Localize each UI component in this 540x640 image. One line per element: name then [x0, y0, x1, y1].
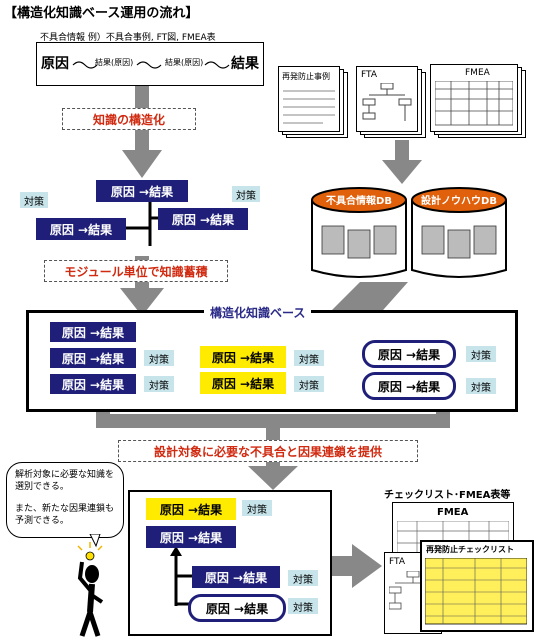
kb-measure-5: 対策 — [466, 346, 496, 362]
fta-label: FTA — [361, 70, 377, 80]
bubble-line-1: 解析対象に必要な知識を選別できる。 — [15, 470, 115, 492]
kb-yellow-2: 原因 →結果 — [200, 372, 286, 394]
speech-bubble: 解析対象に必要な知識を選別できる。 また、新たな因果連鎖も予測できる。 — [6, 462, 124, 538]
out-yellow-chain: 原因 →結果 — [146, 498, 236, 520]
fta-output-label: FTA — [389, 557, 405, 567]
kb-measure-1: 対策 — [144, 350, 174, 366]
cluster-top-chain: 原因 →結果 — [96, 180, 188, 202]
cluster-right-chain: 原因 →結果 — [158, 208, 248, 230]
out-child-chain: 原因 →結果 — [192, 566, 280, 588]
page-title: 【構造化知識ベース運用の流れ】 — [4, 6, 199, 21]
out-measure-3: 対策 — [288, 598, 318, 614]
kb-measure-4: 対策 — [294, 376, 324, 392]
kb-yellow-1: 原因 →結果 — [200, 346, 286, 368]
kb-measure-2: 対策 — [144, 376, 174, 392]
fmea-label: FMEA — [465, 68, 490, 78]
defect-db: 不具合情報DB — [310, 186, 408, 284]
cluster-measure-right: 対策 — [232, 186, 260, 202]
defect-db-label: 不具合情報DB — [326, 196, 392, 207]
kb-title: 構造化知識ベース — [204, 304, 312, 321]
kb-pill-1: 原因 →結果 — [362, 340, 456, 368]
out-navy-chain: 原因 →結果 — [146, 526, 236, 548]
cluster-left-chain: 原因 →結果 — [36, 218, 126, 240]
top-mid2: 結果(原因) — [165, 58, 204, 67]
out-measure-1: 対策 — [242, 500, 272, 516]
person-figure — [77, 534, 104, 637]
top-mid1: 結果(原因) — [95, 58, 134, 67]
checklist-sheet-label: 再発防止チェックリスト — [426, 545, 514, 554]
recurrence-checklist-doc: 再発防止チェックリスト — [420, 540, 534, 632]
cluster-measure-left: 対策 — [20, 192, 48, 208]
kb-chain-3: 原因 →結果 — [50, 374, 136, 394]
checklist-title: チェックリスト･FMEA表等 — [384, 490, 511, 501]
source-panel: 原因 結果(原因) 結果(原因) 結果 — [36, 42, 264, 86]
fta-doc-stack: FTA — [356, 66, 426, 138]
fmea-output-label: FMEA — [437, 507, 469, 518]
label-module: モジュール単位で知識蓄積 — [44, 260, 228, 282]
bubble-line-2: また、新たな因果連鎖も予測できる。 — [15, 504, 115, 526]
out-measure-2: 対策 — [288, 570, 318, 586]
label-structuring: 知識の構造化 — [62, 108, 196, 130]
recurrence-label: 再発防止事例 — [282, 72, 330, 81]
top-result: 結果 — [231, 56, 259, 72]
kb-pill-2: 原因 →結果 — [362, 372, 456, 400]
kb-measure-3: 対策 — [294, 350, 324, 366]
label-provide: 設計対象に必要な不具合と因果連鎖を提供 — [118, 440, 418, 462]
recurrence-doc-stack: 再発防止事例 — [278, 66, 348, 138]
out-pill-chain: 原因 →結果 — [188, 594, 286, 622]
knowhow-db-label: 設計ノウハウDB — [421, 196, 497, 207]
chain-squiggles — [72, 61, 230, 69]
kb-chain-2: 原因 →結果 — [50, 348, 136, 368]
fmea-doc-stack: FMEA — [430, 64, 526, 138]
kb-chain-1: 原因 →結果 — [50, 322, 136, 342]
knowhow-db: 設計ノウハウDB — [410, 186, 508, 284]
top-caption: 不具合情報 例）不具合事例, FT図, FMEA表 — [40, 33, 216, 43]
top-cause: 原因 — [41, 56, 69, 72]
kb-measure-6: 対策 — [466, 378, 496, 394]
